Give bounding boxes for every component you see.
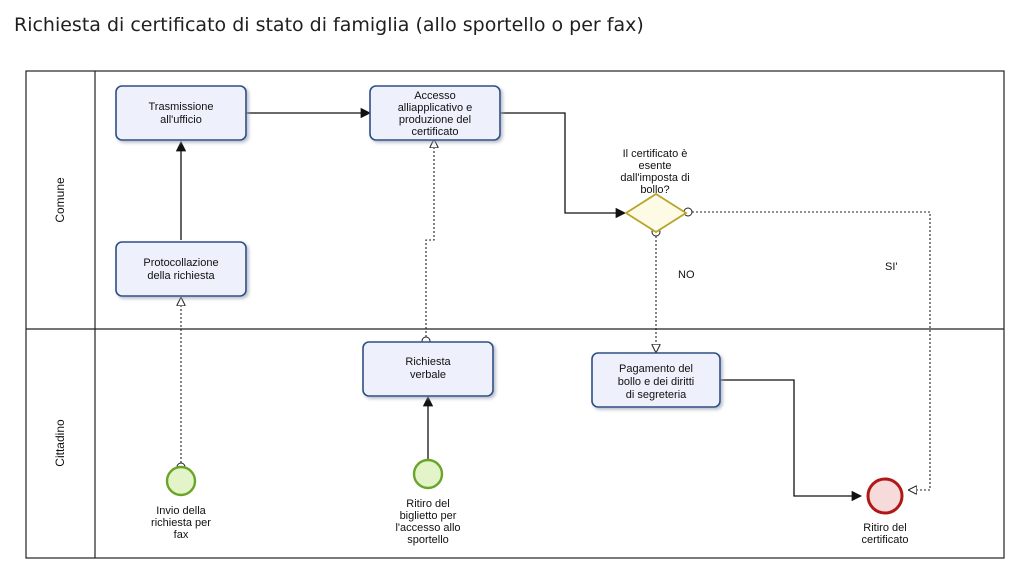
task-richiesta-verbale[interactable]: Richiesta verbale	[362, 341, 494, 397]
flow-label-si: SI'	[885, 261, 898, 273]
start-event-ritiro-biglietto[interactable]	[412, 458, 444, 490]
task-trasmissione-line-1: Trasmissione	[149, 101, 214, 113]
flow-label-no: NO	[678, 269, 695, 281]
flow-gateway-si	[688, 211, 931, 490]
gateway-question-line-4: bollo?	[640, 184, 669, 196]
lane-label-comune: Comune	[53, 177, 67, 223]
message-richiesta-accesso	[425, 140, 434, 341]
gateway-question-line-2: esente	[638, 160, 671, 172]
flow-accesso-gateway	[500, 112, 627, 219]
task-pagamento-line-2: bollo e dei diritti	[618, 376, 694, 388]
start-event-invio-line-1: Invio della	[156, 505, 206, 517]
start-event-invio[interactable]	[165, 465, 197, 497]
task-richiesta-line-2: verbale	[410, 369, 446, 381]
task-pagamento-line-3: di segreteria	[626, 389, 687, 401]
start-event-ritiro-line-2: biglietto per	[400, 510, 457, 522]
task-accesso-line-1: Accesso	[414, 90, 456, 102]
gateway-esente[interactable]	[624, 192, 688, 234]
task-richiesta-line-1: Richiesta	[405, 356, 451, 368]
end-event-line-2: certificato	[861, 534, 908, 546]
gateway-question-line-1: Il certificato è	[623, 148, 688, 160]
lane-label-cittadino: Cittadino	[53, 419, 67, 467]
task-trasmissione-line-2: all'ufficio	[160, 114, 202, 126]
task-protocollazione-line-2: della richiesta	[147, 270, 215, 282]
end-event-ritiro-certificato[interactable]	[866, 477, 904, 515]
start-event-ritiro-line-4: sportello	[407, 534, 449, 546]
task-accesso[interactable]: Accesso alliapplicativo e produzione del…	[369, 85, 501, 141]
end-event-line-1: Ritiro del	[863, 522, 906, 534]
task-pagamento-line-1: Pagamento del	[619, 363, 693, 375]
task-trasmissione[interactable]: Trasmissione all'ufficio	[115, 85, 247, 141]
flow-pagamento-ritiro	[720, 379, 863, 502]
start-event-ritiro-line-1: Ritiro del	[406, 498, 449, 510]
start-event-invio-line-2: richiesta per	[151, 517, 211, 529]
gateway-question-line-3: dall'imposta di	[620, 172, 689, 184]
task-protocollazione[interactable]: Protocollazione della richiesta	[115, 241, 247, 297]
page-title: Richiesta di certificato di stato di fam…	[14, 14, 644, 36]
task-protocollazione-line-1: Protocollazione	[143, 257, 218, 269]
task-accesso-line-2: alliapplicativo e	[398, 102, 473, 114]
task-accesso-line-4: certificato	[411, 126, 458, 138]
start-event-ritiro-line-3: l'accesso allo	[395, 522, 460, 534]
start-event-invio-line-3: fax	[174, 529, 189, 541]
task-pagamento[interactable]: Pagamento del bollo e dei diritti di seg…	[591, 352, 721, 408]
task-accesso-line-3: produzione del	[399, 114, 471, 126]
